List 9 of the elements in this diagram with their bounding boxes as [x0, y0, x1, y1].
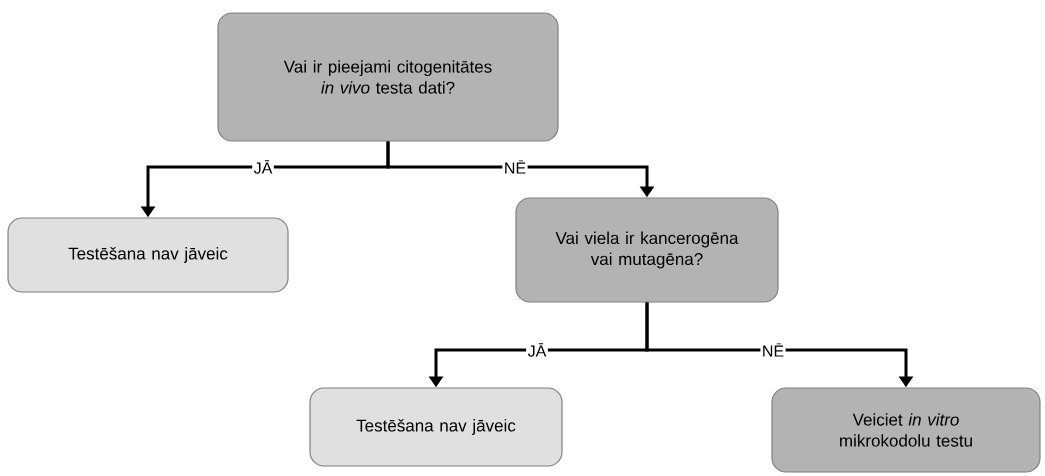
edge-label: JĀ [252, 158, 274, 176]
decision-box: Vai ir pieejami citogenitātes in vivo testa dati? [217, 12, 559, 142]
result-box: Testēšana nav jāveic [7, 217, 289, 293]
decision-box: Vai viela ir kancerogēna vai mutagēna? [515, 197, 779, 303]
result-box: Testēšana nav jāveic [309, 387, 563, 467]
edge-label: JĀ [526, 341, 548, 359]
edge-label: NĒ [760, 341, 786, 359]
edge-label: NĒ [502, 158, 528, 176]
decision-box: Veiciet in vitro mikrokodolu testu [771, 387, 1041, 473]
